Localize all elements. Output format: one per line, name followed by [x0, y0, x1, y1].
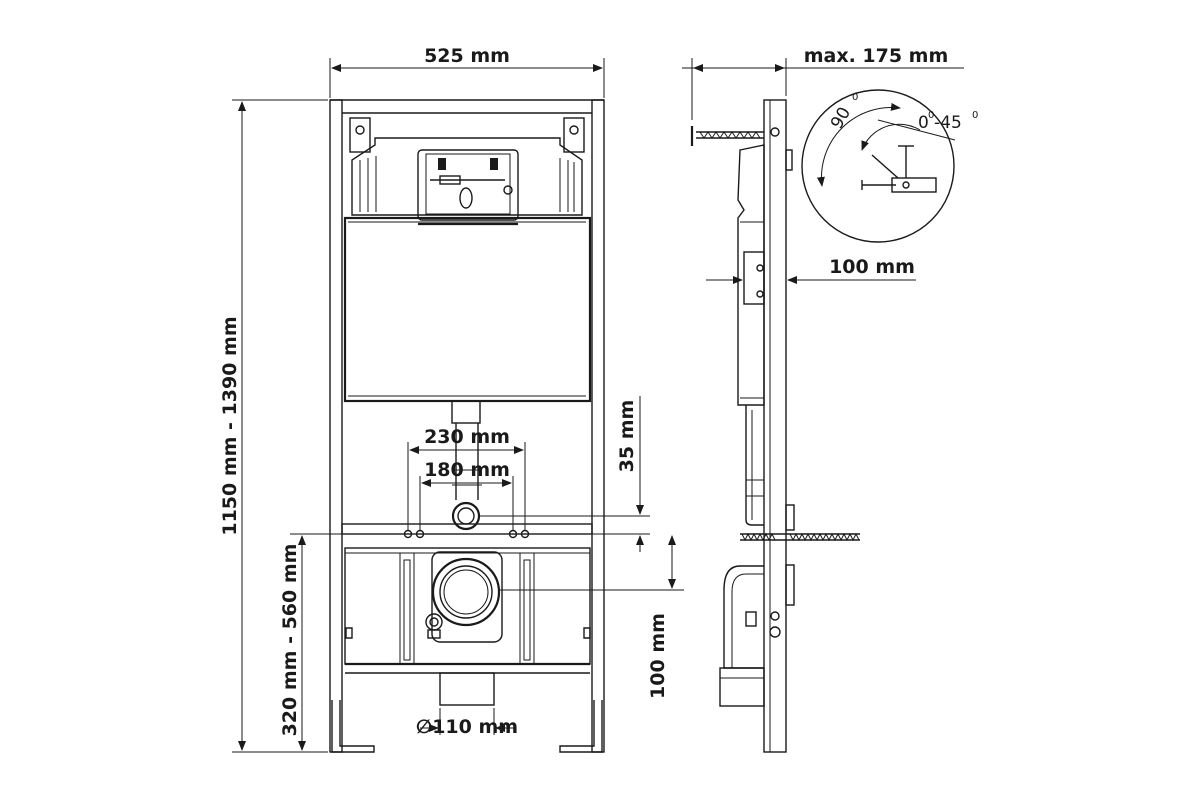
- svg-text:0: 0: [928, 110, 934, 121]
- side-view: max. 175 mm 100 mm 90 0 0 0 -45 0: [682, 45, 978, 753]
- svg-text:0: 0: [972, 110, 978, 121]
- depth-label: max. 175 mm: [804, 45, 949, 67]
- left-upright: [329, 99, 343, 753]
- drain-height-label: 100 mm: [647, 613, 669, 699]
- angle-range-end: -45: [934, 113, 962, 133]
- angle-detail: 90 0 0 0 -45 0: [801, 89, 978, 243]
- offset-label: 35 mm: [616, 400, 638, 473]
- side-cistern: [737, 144, 765, 406]
- angle-90-label: 90: [827, 104, 855, 133]
- drain-diameter-label: ∅110 mm: [416, 716, 518, 738]
- side-upright: [763, 99, 787, 753]
- svg-text:0: 0: [852, 92, 858, 103]
- width-label: 525 mm: [424, 45, 510, 67]
- mount-height-label: 320 mm - 560 mm: [279, 544, 301, 737]
- cistern-top: [351, 137, 583, 216]
- right-upright: [591, 99, 605, 753]
- drain-connector: [431, 557, 501, 627]
- height-label: 1150 mm - 1390 mm: [219, 316, 241, 535]
- front-view: 525 mm 1150 mm - 1390 mm 320 mm - 560 mm…: [219, 45, 684, 753]
- cistern-tank: [343, 216, 592, 403]
- wall-offset-label: 100 mm: [829, 256, 915, 278]
- bolt-spacing-inner-label: 180 mm: [424, 459, 510, 481]
- bolt-spacing-outer-label: 230 mm: [424, 426, 510, 448]
- angle-range-start: 0: [918, 113, 929, 133]
